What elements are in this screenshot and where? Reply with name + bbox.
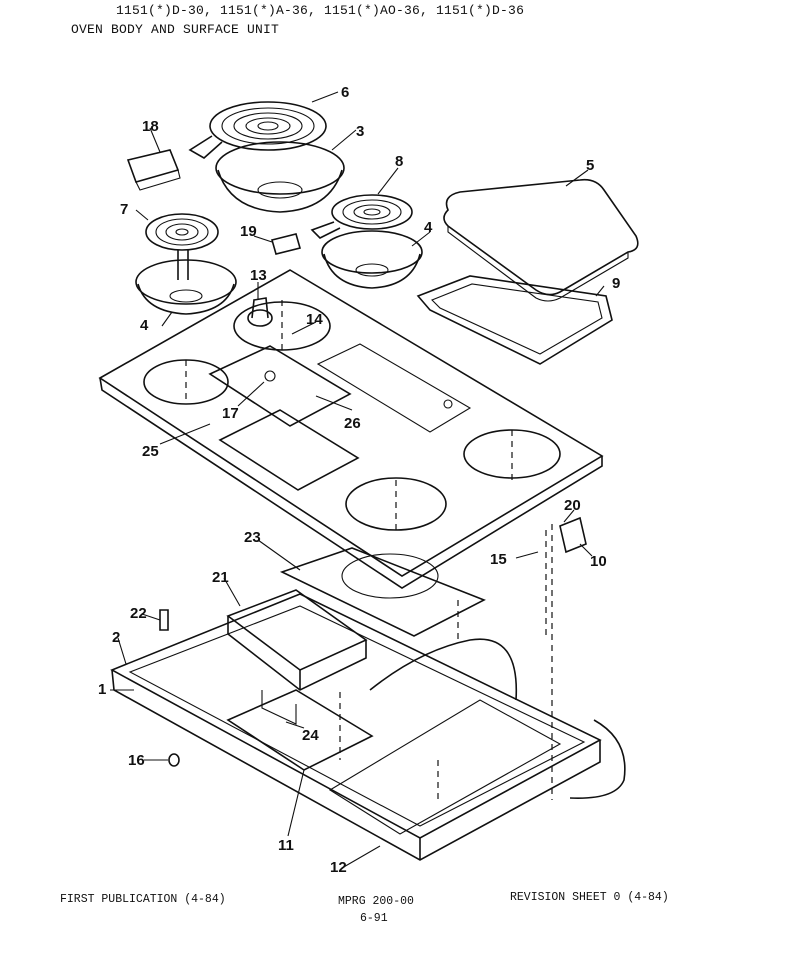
callout-23: 23 [244,529,261,546]
model-numbers: 1151(*)D-30, 1151(*)A-36, 1151(*)AO-36, … [116,3,525,18]
oven-body-pan [110,593,602,861]
callout-21: 21 [212,569,229,586]
griddle-frame [416,275,613,365]
drip-pan-small-left [135,259,237,315]
drip-pan-small-right [321,230,423,289]
callout-17: 17 [222,405,239,422]
callout-8: 8 [395,153,403,170]
receptacle [271,233,301,255]
callout-10: 10 [590,553,607,570]
footer-page-number: 6-91 [360,912,388,925]
bracket [559,516,587,554]
callout-22: 22 [130,605,147,622]
callout-26: 26 [344,415,361,432]
cord-coil [569,719,626,799]
callout-18: 18 [142,118,159,135]
footer-document-number: MPRG 200-00 [338,895,414,908]
power-cord [369,638,518,701]
control-module [226,689,374,771]
callout-9: 9 [612,275,620,292]
drip-pan-large [215,141,345,213]
callout-25: 25 [142,443,159,460]
callout-4-left: 4 [140,317,149,334]
callout-13: 13 [250,267,267,284]
callout-5: 5 [586,157,594,174]
heat-shield-plate [279,547,486,637]
callout-1: 1 [98,681,106,698]
surface-element-small-right [310,194,413,239]
callout-2: 2 [112,629,120,646]
wiring-box [226,589,368,691]
surface-element-large [188,101,327,159]
surface-element-small-left [145,213,219,280]
callout-24: 24 [302,727,319,744]
diagram-title: OVEN BODY AND SURFACE UNIT [71,22,280,37]
callout-3: 3 [356,123,364,140]
grommet [168,753,180,767]
callout-14: 14 [306,311,323,328]
terminal-block [126,149,181,191]
screw [159,609,169,631]
callout-12: 12 [330,859,347,876]
footer-revision: REVISION SHEET 0 (4-84) [510,891,669,904]
callout-16: 16 [128,752,145,769]
callout-6: 6 [341,84,349,101]
griddle-cover [443,178,639,302]
control-knob [247,297,273,327]
callout-4-right: 4 [424,219,433,236]
callout-7: 7 [120,201,128,218]
callout-15: 15 [490,551,507,568]
footer-first-publication: FIRST PUBLICATION (4-84) [60,893,226,906]
callout-11: 11 [278,837,294,854]
callout-19: 19 [240,223,257,240]
callout-20: 20 [564,497,581,514]
